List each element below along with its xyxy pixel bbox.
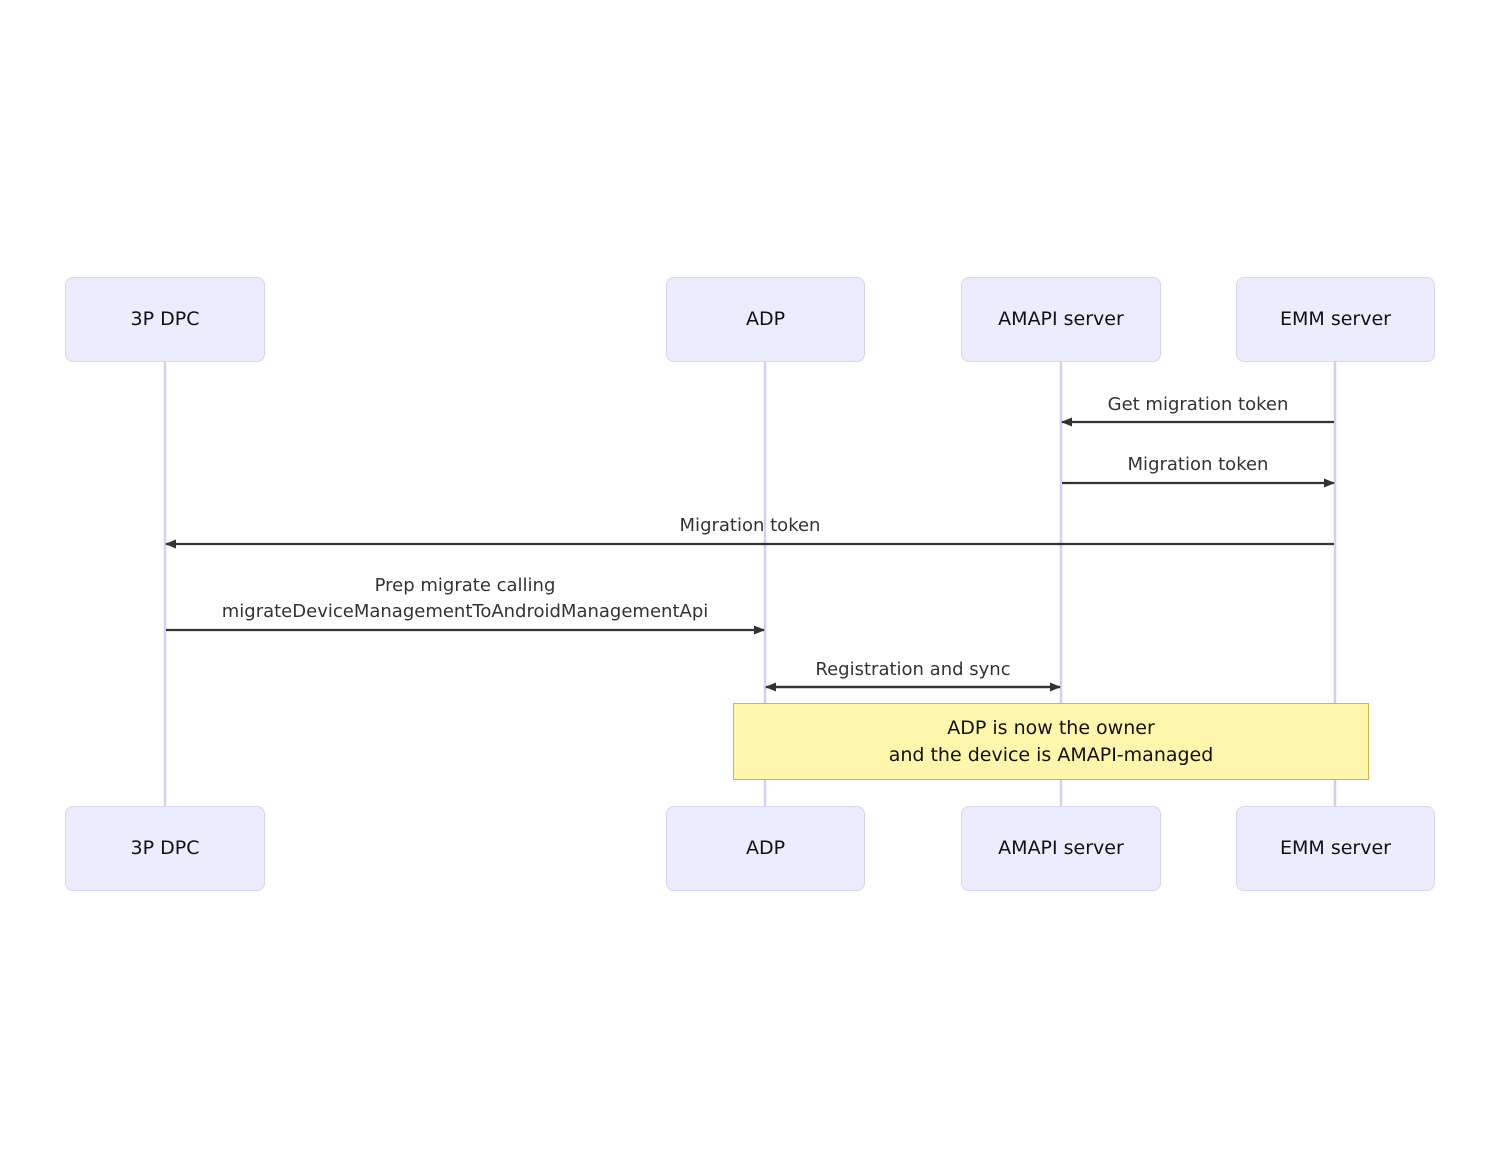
participant-box-adp-bottom[interactable]: ADP bbox=[666, 806, 865, 891]
participant-label-adp-bottom: ADP bbox=[745, 837, 786, 859]
participant-label-amapi-bottom: AMAPI server bbox=[998, 837, 1124, 859]
note-line-2: and the device is AMAPI-managed bbox=[888, 743, 1214, 766]
participant-box-dpc-bottom[interactable]: 3P DPC bbox=[65, 806, 265, 891]
participant-box-amapi-top[interactable]: AMAPI server bbox=[961, 277, 1161, 362]
participant-label-amapi-top: AMAPI server bbox=[998, 308, 1124, 330]
message-label-m4: Prep migrate calling migrateDeviceManagem… bbox=[115, 573, 815, 624]
participant-label-adp-top: ADP bbox=[745, 308, 786, 330]
participant-label-emm-bottom: EMM server bbox=[1280, 837, 1391, 859]
participant-box-emm-top[interactable]: EMM server bbox=[1236, 277, 1435, 362]
message-label-m5: Registration and sync bbox=[815, 657, 1010, 683]
participant-box-dpc-top[interactable]: 3P DPC bbox=[65, 277, 265, 362]
note-box-n1: ADP is now the owner and the device is AM… bbox=[733, 703, 1369, 780]
message-label-m2-line-1: Migration token bbox=[1127, 454, 1269, 475]
message-arrows-group bbox=[165, 417, 1335, 692]
message-label-m3-line-1: Migration token bbox=[679, 515, 821, 536]
message-label-m4-line-1: Prep migrate calling bbox=[374, 575, 556, 596]
message-label-m4-line-2: migrateDeviceManagementToAndroidManageme… bbox=[221, 600, 709, 622]
participant-box-emm-bottom[interactable]: EMM server bbox=[1236, 806, 1435, 891]
message-label-m5-line-1: Registration and sync bbox=[815, 659, 1011, 680]
note-line-1: ADP is now the owner bbox=[947, 717, 1155, 740]
message-label-m1: Get migration token bbox=[1108, 392, 1289, 418]
message-label-m1-line-1: Get migration token bbox=[1107, 394, 1289, 415]
participant-label-emm-top: EMM server bbox=[1280, 308, 1391, 330]
participant-box-amapi-bottom[interactable]: AMAPI server bbox=[961, 806, 1161, 891]
participant-label-dpc-bottom: 3P DPC bbox=[130, 837, 200, 859]
participant-box-adp-top[interactable]: ADP bbox=[666, 277, 865, 362]
participant-label-dpc-top: 3P DPC bbox=[130, 308, 200, 330]
message-label-m3: Migration token bbox=[680, 513, 821, 539]
message-label-m2: Migration token bbox=[1128, 452, 1269, 478]
